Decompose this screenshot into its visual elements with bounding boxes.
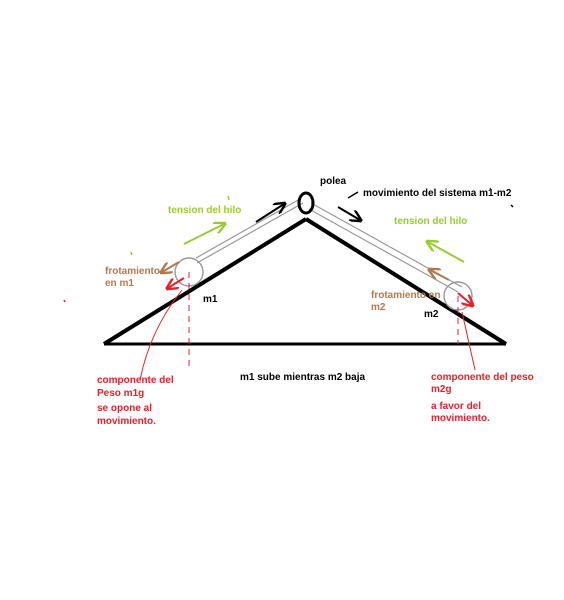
stray-mark-1 bbox=[227, 195, 230, 201]
motion-label-tick bbox=[347, 191, 359, 199]
caption: m1 sube mientras m2 baja bbox=[240, 372, 365, 383]
friction-m1-label-line1: frotamiento bbox=[105, 266, 160, 277]
favor-label-line2: movimiento. bbox=[431, 413, 490, 424]
weight-m1-label-line1: componente del bbox=[97, 375, 174, 386]
motion-arrow-right bbox=[337, 206, 360, 220]
friction-arrow-m1 bbox=[162, 261, 180, 272]
stray-mark-2 bbox=[130, 251, 133, 256]
weight-m1-label-line2: Peso m1g bbox=[97, 388, 144, 399]
tension-label-left: tension del hilo bbox=[168, 205, 241, 216]
tension-label-right: tension del hilo bbox=[394, 216, 467, 227]
stray-mark-5 bbox=[489, 187, 492, 191]
opposes-label-line2: movimiento. bbox=[97, 416, 156, 427]
pulley-icon bbox=[297, 191, 315, 215]
tension-arrow-m1 bbox=[183, 224, 224, 245]
incline-triangle bbox=[102, 217, 508, 346]
friction-m1-label-line2: en m1 bbox=[105, 278, 134, 289]
stray-mark-3 bbox=[63, 299, 66, 303]
weight-arrow-m1 bbox=[168, 277, 185, 288]
opposes-label-line1: se opone al bbox=[97, 403, 152, 414]
incline-left bbox=[102, 217, 308, 346]
weight-m2-label-line2: m2g bbox=[431, 384, 452, 395]
stray-mark-4 bbox=[510, 204, 514, 208]
friction-arrow-m2 bbox=[430, 270, 450, 281]
weight-m2-leader bbox=[461, 311, 476, 371]
weight-arrow-m2 bbox=[457, 292, 472, 305]
friction-m2-label-line2: m2 bbox=[371, 302, 386, 313]
friction-m2-label-line1: frotamiento en bbox=[371, 290, 440, 301]
favor-label-line1: a favor del bbox=[431, 401, 481, 412]
mass-m2-label: m2 bbox=[424, 309, 439, 320]
pulley-label: polea bbox=[320, 176, 347, 187]
incline-right bbox=[304, 217, 508, 346]
weight-m2-label-line1: componente del peso bbox=[431, 372, 534, 383]
motion-arrow-left bbox=[255, 204, 284, 223]
tension-arrow-m2 bbox=[428, 242, 465, 263]
weight-m1-leader bbox=[139, 289, 183, 381]
mass-m1-label: m1 bbox=[203, 294, 218, 305]
system-motion-label: movimiento del sistema m1-m2 bbox=[363, 188, 512, 199]
